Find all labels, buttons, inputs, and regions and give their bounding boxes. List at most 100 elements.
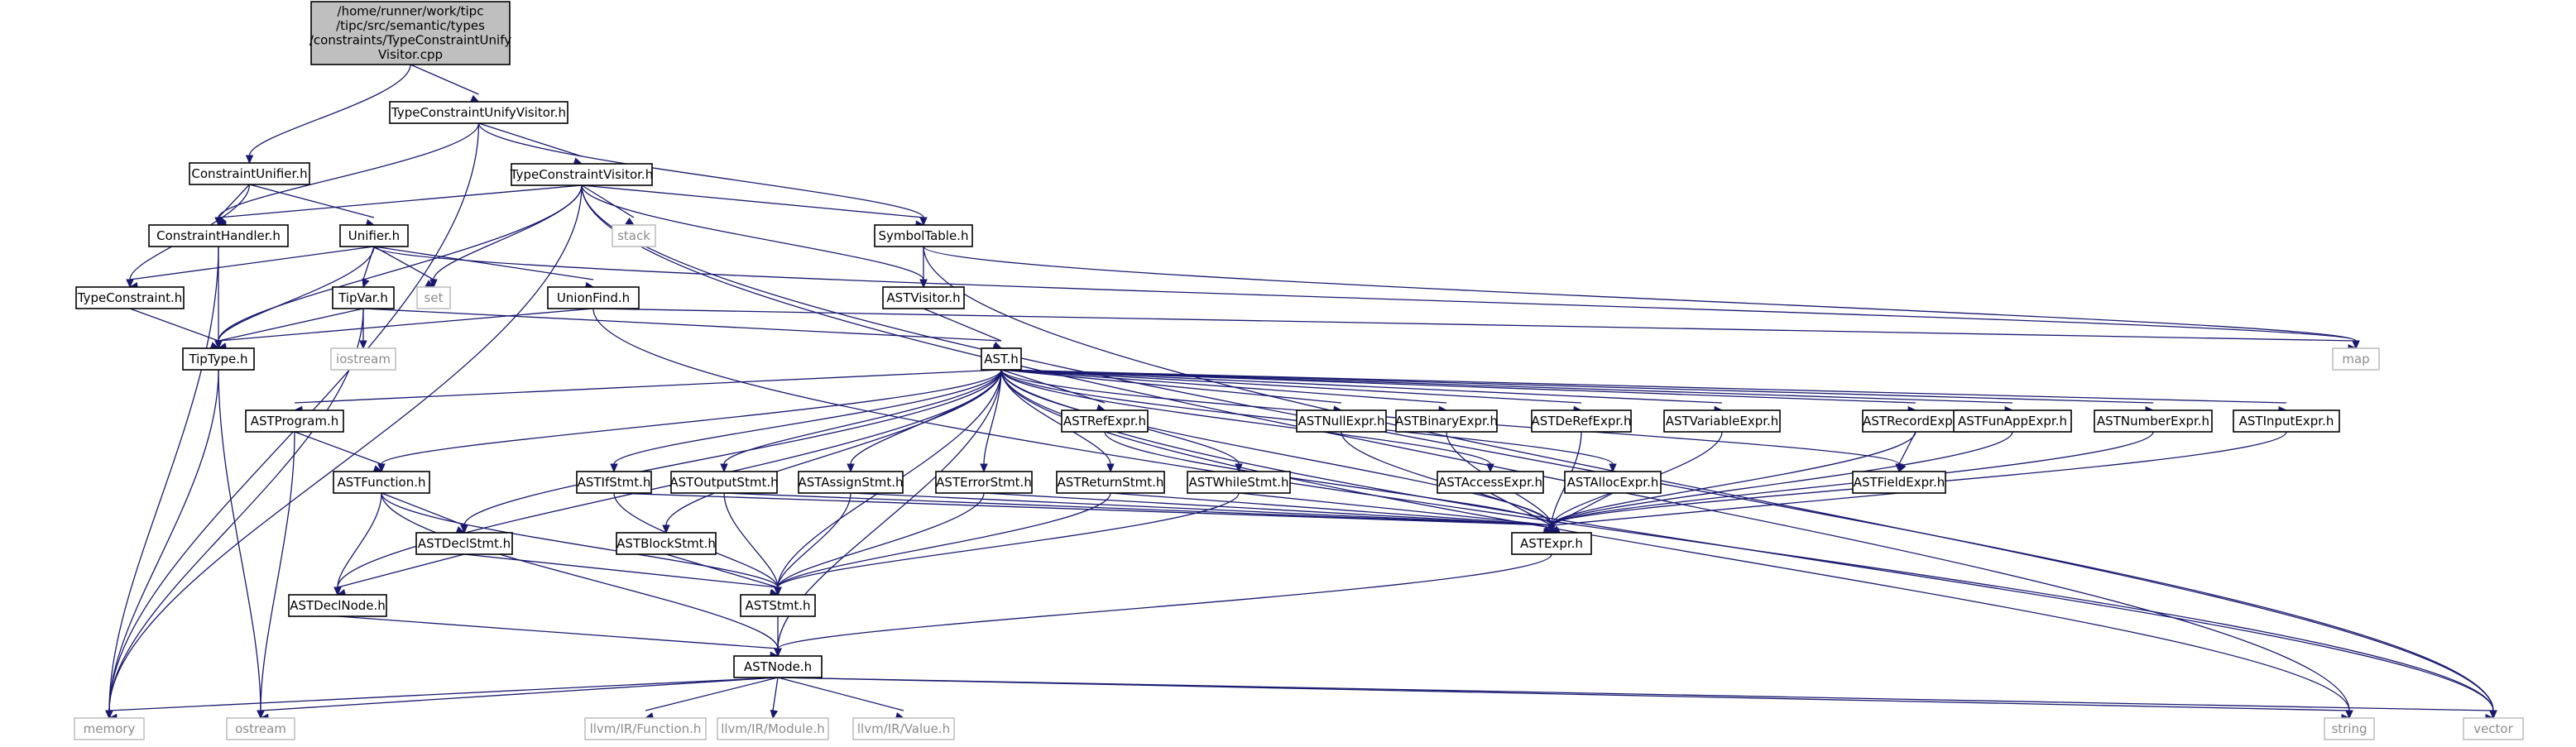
edge-astblock-to-aststmt [665, 553, 780, 596]
node-astdeclstmt[interactable]: ASTDeclStmt.h [415, 532, 513, 555]
node-astinput[interactable]: ASTInputExpr.h [2233, 409, 2340, 433]
node-symtab[interactable]: SymbolTable.h [874, 224, 973, 247]
edge-line [373, 246, 2357, 342]
node-llvmmod[interactable]: llvm/IR/Module.h [717, 717, 829, 740]
edge-line [129, 246, 375, 280]
node-label: /tipc/src/semantic/types [336, 18, 485, 33]
node-box [332, 286, 395, 309]
node-box [1531, 409, 1632, 433]
node-astalloc[interactable]: ASTAllocExpr.h [1564, 471, 1662, 494]
edge-line [433, 184, 583, 280]
node-astfield[interactable]: ASTFieldExpr.h [1852, 471, 1946, 494]
edge-ast-to-astassign [847, 369, 1002, 473]
node-box [148, 224, 289, 247]
edge-line [108, 246, 219, 711]
node-astnull[interactable]: ASTNullExpr.h [1296, 409, 1387, 433]
node-ostream[interactable]: ostream [226, 717, 295, 740]
node-unifier[interactable]: Unifier.h [339, 224, 409, 247]
node-box [1564, 471, 1662, 494]
edge-tcv-to-symtab [581, 184, 925, 228]
node-label: ASTExpr.h [1520, 536, 1583, 551]
edge-line [777, 553, 1552, 649]
edge-line [218, 369, 261, 711]
node-box [740, 594, 816, 617]
node-asterror[interactable]: ASTErrorStmt.h [935, 471, 1033, 494]
node-astwhile[interactable]: ASTWhileStmt.h [1187, 471, 1291, 494]
node-astderef[interactable]: ASTDeRefExpr.h [1531, 409, 1632, 433]
edge-uf-to-map [592, 308, 2358, 352]
node-ast[interactable]: AST.h [981, 347, 1022, 371]
node-uf[interactable]: UnionFind.h [547, 286, 640, 309]
edge-line [581, 184, 924, 218]
node-astexpr[interactable]: ASTExpr.h [1511, 532, 1592, 555]
node-stack[interactable]: stack [612, 224, 656, 247]
edge-astnode-to-string [777, 677, 2351, 722]
node-label: ASTProgram.h [251, 414, 339, 429]
edge-ast-to-astoutput [720, 369, 1002, 473]
edge-line [723, 369, 1002, 465]
node-iostream[interactable]: iostream [330, 347, 396, 371]
node-tiptype[interactable]: TipType.h [182, 347, 255, 371]
edge-line [1000, 369, 2287, 404]
node-astblock[interactable]: ASTBlockStmt.h [616, 532, 717, 555]
edge-astwhile-to-aststmt [774, 492, 1240, 596]
edge-line [777, 492, 1111, 588]
node-astprogram[interactable]: ASTProgram.h [245, 409, 344, 433]
node-box [935, 471, 1033, 494]
node-vector[interactable]: vector [2463, 717, 2524, 740]
node-root[interactable]: /home/runner/work/tipc/tipc/src/semantic… [309, 1, 511, 65]
node-astvariable[interactable]: ASTVariableExpr.h [1663, 409, 1781, 433]
edge-astexpr-to-astnode [774, 553, 1552, 658]
node-tcuv[interactable]: TypeConstraintUnifyVisitor.h [389, 101, 568, 124]
node-astassign[interactable]: ASTAssignStmt.h [798, 471, 904, 494]
node-memory[interactable]: memory [74, 717, 145, 740]
node-astfunction[interactable]: ASTFunction.h [333, 471, 430, 494]
edge-line [294, 369, 1002, 404]
node-tcv[interactable]: TypeConstraintVisitor.h [510, 163, 653, 186]
node-astref[interactable]: ASTRefExpr.h [1061, 409, 1149, 433]
edge-unifier-to-set [373, 246, 435, 288]
edge-line [850, 492, 1552, 526]
edge-line [249, 184, 375, 218]
node-box [1187, 471, 1291, 494]
node-cu[interactable]: ConstraintUnifier.h [189, 162, 310, 185]
node-astnumber[interactable]: ASTNumberExpr.h [2094, 409, 2213, 433]
node-aststmt[interactable]: ASTStmt.h [740, 594, 816, 617]
node-box [1056, 471, 1165, 494]
edge-arrowhead [720, 463, 728, 473]
node-llvmval[interactable]: llvm/IR/Value.h [852, 717, 955, 740]
edge-line [218, 184, 583, 342]
node-set[interactable]: set [416, 286, 451, 309]
node-astoutput[interactable]: ASTOutputStmt.h [669, 471, 779, 494]
edge-ast-to-astblock [662, 369, 1002, 534]
node-box [333, 471, 430, 494]
node-astbinary[interactable]: ASTBinaryExpr.h [1395, 409, 1498, 433]
node-ch[interactable]: ConstraintHandler.h [148, 224, 289, 247]
edge-astnode-to-llvmfunc [644, 677, 779, 721]
node-label: ASTWhileStmt.h [1188, 475, 1288, 490]
node-astaccess[interactable]: ASTAccessExpr.h [1437, 471, 1544, 494]
edge-line [1000, 369, 1342, 404]
node-box [717, 717, 829, 740]
edge-line [777, 492, 985, 588]
edge-unifier-to-tc [128, 246, 375, 290]
node-tipvar[interactable]: TipVar.h [332, 286, 395, 309]
node-astif[interactable]: ASTIfStmt.h [576, 471, 652, 494]
node-astdeclnode[interactable]: ASTDeclNode.h [288, 594, 387, 617]
node-box [1862, 409, 1969, 433]
node-box [2463, 717, 2524, 740]
node-map[interactable]: map [2332, 347, 2380, 371]
edge-astdeclstmt-to-aststmt [463, 553, 780, 598]
node-astreturn[interactable]: ASTReturnStmt.h [1056, 471, 1165, 494]
node-astfunapp[interactable]: ASTFunAppExpr.h [1953, 409, 2072, 433]
node-astvisitor[interactable]: ASTVisitor.h [882, 286, 965, 309]
node-llvmfunc[interactable]: llvm/IR/Function.h [584, 717, 707, 740]
edge-line [373, 246, 434, 280]
node-box [798, 471, 904, 494]
node-string[interactable]: string [2324, 717, 2375, 740]
node-tc[interactable]: TypeConstraint.h [75, 286, 185, 309]
node-astrecord[interactable]: ASTRecordExpr.h [1862, 409, 1969, 433]
edge-astnode-to-llvmval [777, 677, 905, 721]
edge-line [108, 677, 779, 711]
node-astnode[interactable]: ASTNode.h [733, 655, 823, 678]
